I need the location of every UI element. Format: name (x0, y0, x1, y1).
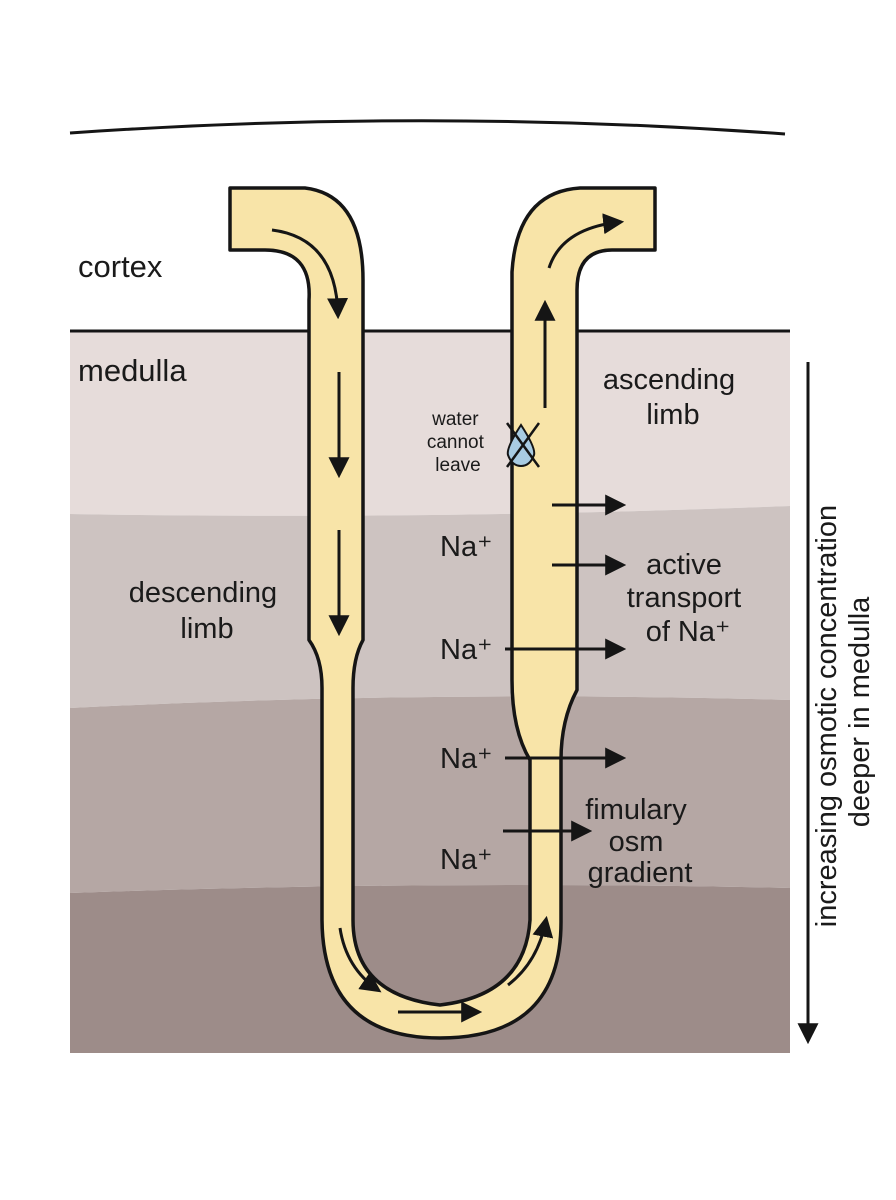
gradient-label: fimulary osm gradient (585, 794, 695, 889)
flow-arrow-bend-3 (507, 915, 554, 987)
medulla-band-4 (70, 884, 790, 1053)
na-ion-label: Na⁺ (440, 844, 492, 876)
flow-arrow-bend-1 (338, 927, 382, 993)
osmotic-concentration-axis-label: increasing osmotic concentration deeper … (811, 497, 876, 927)
descending-limb-label: descending limb (129, 577, 285, 645)
active-transport-label: active transport of Na⁺ (627, 549, 750, 648)
medulla-band-3 (70, 696, 790, 893)
medulla-label: medulla (78, 353, 187, 388)
na-ion-label: Na⁺ (440, 531, 492, 563)
water-drop-crossed-icon (505, 422, 541, 468)
medulla-band-1 (70, 332, 790, 516)
water-cannot-leave-label: water cannot leave (427, 409, 489, 476)
flow-arrow-entry (271, 228, 349, 320)
sodium-transport-arrows (503, 494, 627, 842)
ascending-limb-label: ascending limb (603, 364, 743, 431)
na-ion-label: Na⁺ (440, 634, 492, 666)
cortex-label: cortex (78, 249, 163, 284)
kidney-surface-line (69, 119, 786, 136)
na-ion-label: Na⁺ (440, 743, 492, 775)
flow-arrows (271, 213, 625, 1023)
flow-arrow-exit (547, 213, 625, 269)
loop-of-henle-tube (228, 186, 657, 1040)
